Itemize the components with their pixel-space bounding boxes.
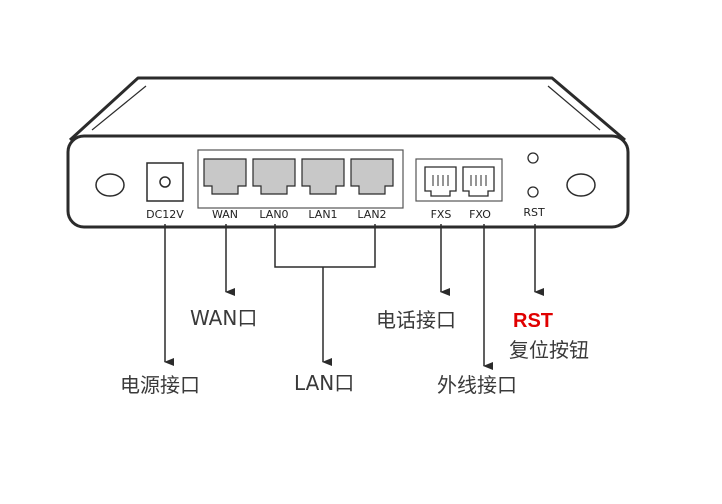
lan0-port [252, 158, 296, 195]
reset-button [527, 186, 539, 198]
phone-port-group [415, 158, 503, 202]
lan2-port-label: LAN2 [357, 208, 386, 221]
dc-port-label: DC12V [146, 208, 184, 221]
fxo-port [462, 166, 495, 197]
lan-callout: LAN口 [294, 371, 354, 395]
status-led [527, 152, 539, 164]
reset-button-callout: 复位按钮 [509, 338, 589, 362]
right-mount-hole [566, 173, 596, 197]
power-callout: 电源接口 [120, 373, 200, 397]
dc-power-jack [146, 162, 184, 202]
wan-port [203, 158, 247, 195]
left-mount-hole [95, 173, 125, 197]
lan2-port [350, 158, 394, 195]
phone-callout: 电话接口 [376, 308, 456, 332]
external-line-callout: 外线接口 [437, 373, 517, 397]
fxo-port-label: FXO [469, 208, 491, 221]
router-body [66, 76, 630, 229]
lan-bracket [274, 224, 376, 268]
fxs-port [424, 166, 457, 197]
wan-callout: WAN口 [190, 306, 257, 330]
rst-callout-title: RST [513, 310, 553, 332]
fxs-port-label: FXS [431, 208, 452, 221]
lan1-port-label: LAN1 [308, 208, 337, 221]
ethernet-port-group [197, 149, 404, 209]
rst-port-label: RST [523, 206, 545, 219]
wan-port-label: WAN [212, 208, 238, 221]
lan0-port-label: LAN0 [259, 208, 288, 221]
lan1-port [301, 158, 345, 195]
